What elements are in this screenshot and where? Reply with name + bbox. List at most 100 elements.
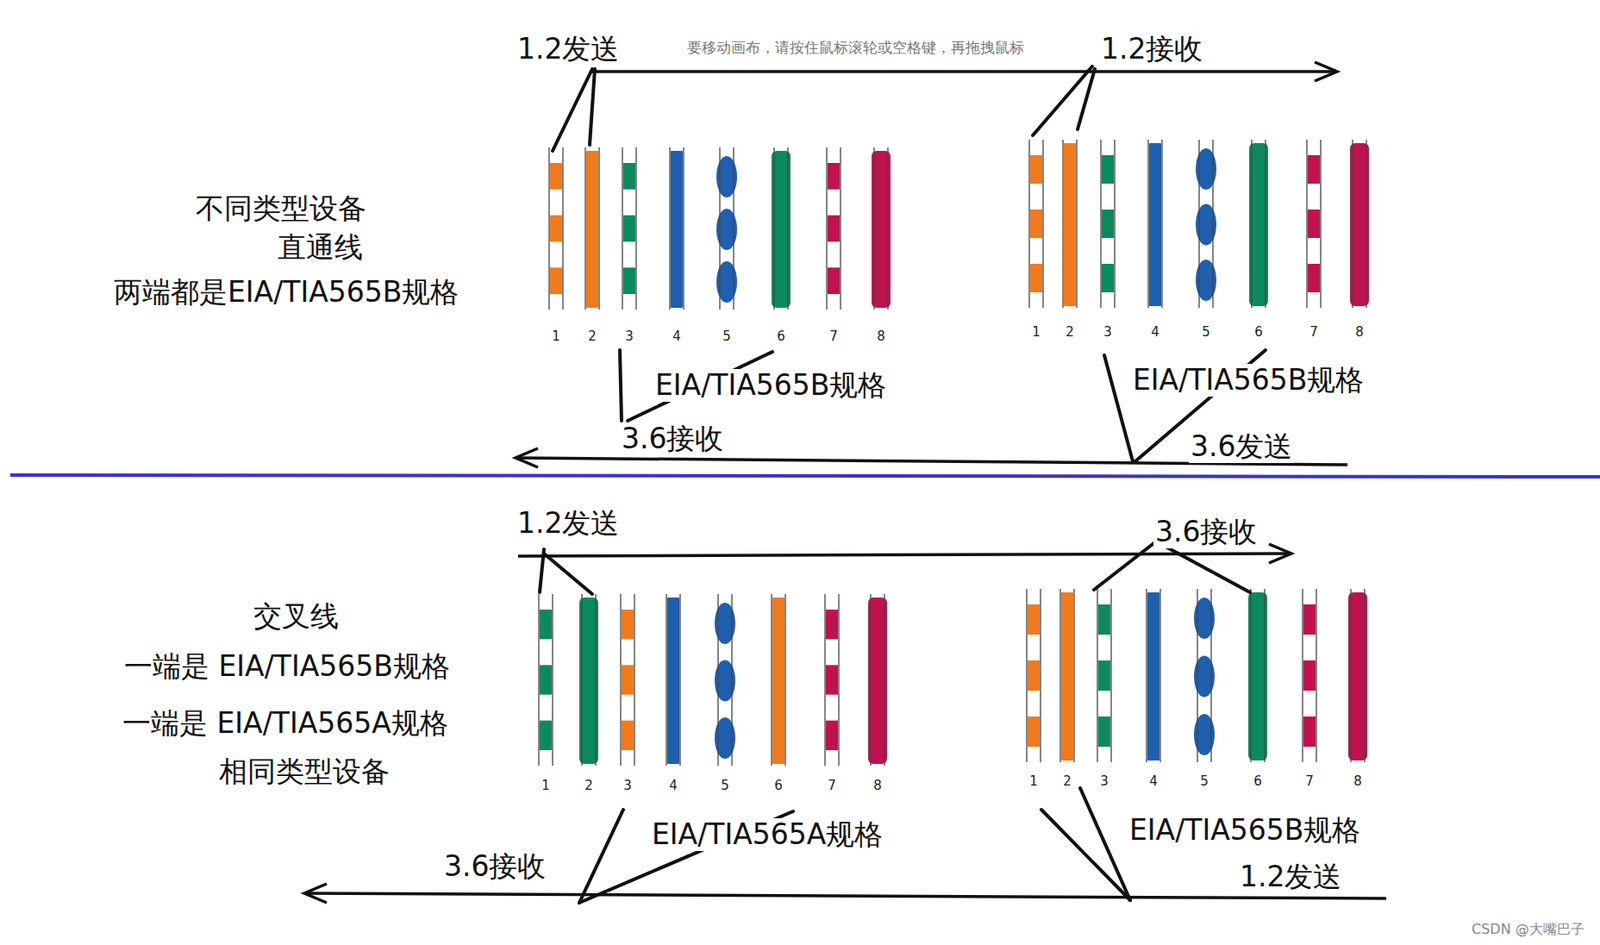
pin-number: 6	[1252, 325, 1265, 340]
leader-line	[589, 68, 595, 145]
label: 直通线	[275, 231, 365, 264]
label: EIA/TIA565B规格	[1131, 363, 1366, 397]
pin-number: 8	[1353, 325, 1366, 340]
leader-line	[579, 809, 624, 903]
wire	[620, 593, 635, 766]
wire	[826, 147, 841, 310]
wire	[1097, 588, 1112, 763]
pin-number: 5	[1198, 774, 1211, 789]
label: EIA/TIA565A规格	[650, 818, 885, 851]
pin-number: 6	[772, 778, 785, 794]
pin-number: 6	[1251, 774, 1264, 789]
label: 1.2发送	[515, 32, 621, 66]
label: 不同类型设备	[193, 192, 369, 225]
wire	[579, 593, 599, 766]
wire	[871, 147, 891, 310]
pin-number: 2	[1063, 325, 1076, 340]
leader-line	[552, 68, 593, 151]
leader-line	[619, 350, 622, 421]
leader-line	[1041, 809, 1131, 900]
wire	[1026, 588, 1041, 763]
pin-number: 6	[775, 329, 788, 344]
wire	[666, 593, 681, 766]
label: 3.6发送	[1188, 430, 1294, 463]
wire	[669, 147, 684, 310]
label: 3.6接收	[1153, 515, 1259, 549]
pin-number: 3	[1101, 325, 1114, 340]
label: 1.2发送	[515, 506, 621, 540]
pin-number: 4	[1149, 325, 1162, 340]
pin-number: 7	[1303, 774, 1316, 789]
wire	[1195, 139, 1217, 308]
pin-number: 3	[621, 778, 634, 794]
wire	[1146, 588, 1161, 763]
wire	[1193, 588, 1215, 763]
separator-line	[10, 475, 1600, 477]
label: 1.2发送	[1237, 860, 1344, 894]
pin-number: 2	[586, 329, 599, 344]
wire	[716, 147, 738, 310]
wire	[1029, 139, 1044, 308]
wire	[868, 593, 888, 766]
label: CSDN @大嘴巴子	[1469, 921, 1587, 938]
label: 1.2接收	[1099, 32, 1205, 66]
wire	[549, 147, 563, 310]
leader-line	[1080, 787, 1131, 900]
pin-number: 3	[623, 329, 636, 344]
label: 一端是 EIA/TIA565A规格	[120, 706, 450, 740]
wire	[622, 147, 637, 310]
leader-line	[1156, 541, 1250, 593]
pin-number: 2	[1061, 774, 1074, 789]
leader-line	[543, 553, 593, 594]
wire	[585, 147, 600, 310]
wire	[1062, 139, 1077, 308]
label: EIA/TIA565B规格	[1127, 813, 1363, 847]
pin-number: 2	[582, 778, 595, 794]
label: 3.6接收	[442, 850, 548, 883]
wire	[1060, 588, 1075, 763]
pin-number: 8	[871, 778, 884, 794]
pin-number: 7	[825, 778, 838, 794]
pin-number: 3	[1098, 774, 1111, 789]
pin-number: 8	[1351, 774, 1364, 789]
signal-arrow	[304, 883, 1387, 903]
wire	[825, 593, 839, 766]
wire	[1306, 139, 1321, 308]
pin-number: 5	[720, 329, 733, 344]
signal-arrow	[592, 62, 1338, 82]
leader-line	[539, 549, 544, 593]
wire	[771, 593, 786, 766]
pin-number: 4	[670, 329, 683, 344]
pin-number: 7	[827, 329, 840, 344]
pin-number: 7	[1307, 325, 1320, 340]
pin-number: 8	[875, 329, 888, 344]
label: 交叉线	[251, 600, 341, 633]
pin-number: 1	[539, 778, 552, 794]
wire	[1249, 139, 1269, 308]
pin-number: 5	[1200, 325, 1213, 340]
wire	[1302, 588, 1317, 763]
wire	[1348, 588, 1368, 763]
label: 两端都是EIA/TIA565B规格	[112, 275, 461, 309]
wire	[1350, 139, 1369, 308]
leader-line	[1032, 66, 1093, 136]
pin-number: 1	[1030, 325, 1043, 340]
pin-number: 4	[667, 778, 680, 794]
wire	[771, 147, 791, 310]
wire	[1100, 139, 1115, 308]
wire	[538, 593, 553, 766]
leader-line	[1104, 355, 1133, 462]
pin-number: 5	[718, 778, 732, 794]
label: 3.6接收	[619, 422, 725, 456]
label: 相同类型设备	[217, 755, 392, 788]
label: 要移动画布，请按住鼠标滚轮或空格键，再拖拽鼠标	[685, 39, 1026, 57]
leader-line	[1093, 541, 1157, 590]
label: EIA/TIA565B规格	[653, 368, 888, 402]
leader-line	[1077, 68, 1095, 130]
wire	[1248, 588, 1268, 763]
pin-number: 1	[550, 329, 563, 344]
label: 一端是 EIA/TIA565B规格	[122, 650, 452, 683]
wire	[714, 593, 736, 766]
wire	[1148, 139, 1163, 308]
pin-number: 4	[1147, 774, 1160, 789]
